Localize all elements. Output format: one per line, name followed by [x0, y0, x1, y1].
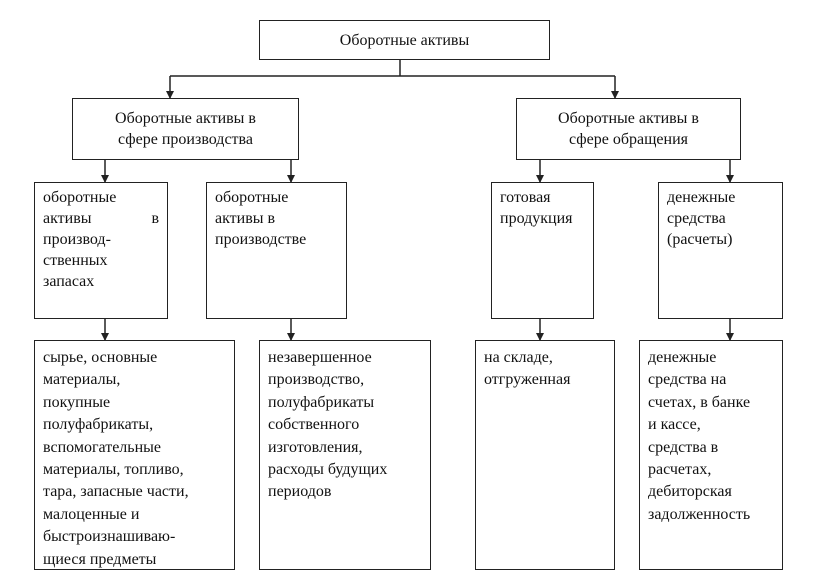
inventory-line-4: ственных [43, 252, 108, 269]
circulation-sphere-node: Оборотные активы в сфере обращения [516, 98, 741, 160]
finished-goods-node: готовая продукция [491, 182, 594, 319]
finished-goods-detail-node: на складе, отгруженная [475, 340, 615, 570]
production-sphere-node: Оборотные активы в сфере производства [72, 98, 299, 160]
root-node: Оборотные активы [259, 20, 550, 60]
cash-node: денежные средства (расчеты) [658, 182, 783, 319]
inventory-detail-node: сырье, основные материалы, покупные полу… [34, 340, 235, 570]
inventory-line-1: оборотные [43, 189, 117, 206]
cash-detail-node: денежные средства на счетах, в банке и к… [639, 340, 783, 570]
inventory-line-5: запасах [43, 273, 95, 290]
inventory-assets-node: оборотные активы в производ- ственных за… [34, 182, 168, 319]
in-process-assets-node: оборотные активы в производстве [206, 182, 347, 319]
inventory-line-3: производ- [43, 231, 111, 248]
inventory-line-2: активы в [43, 210, 159, 227]
in-process-detail-node: незавершенное производство, полуфабрикат… [259, 340, 431, 570]
